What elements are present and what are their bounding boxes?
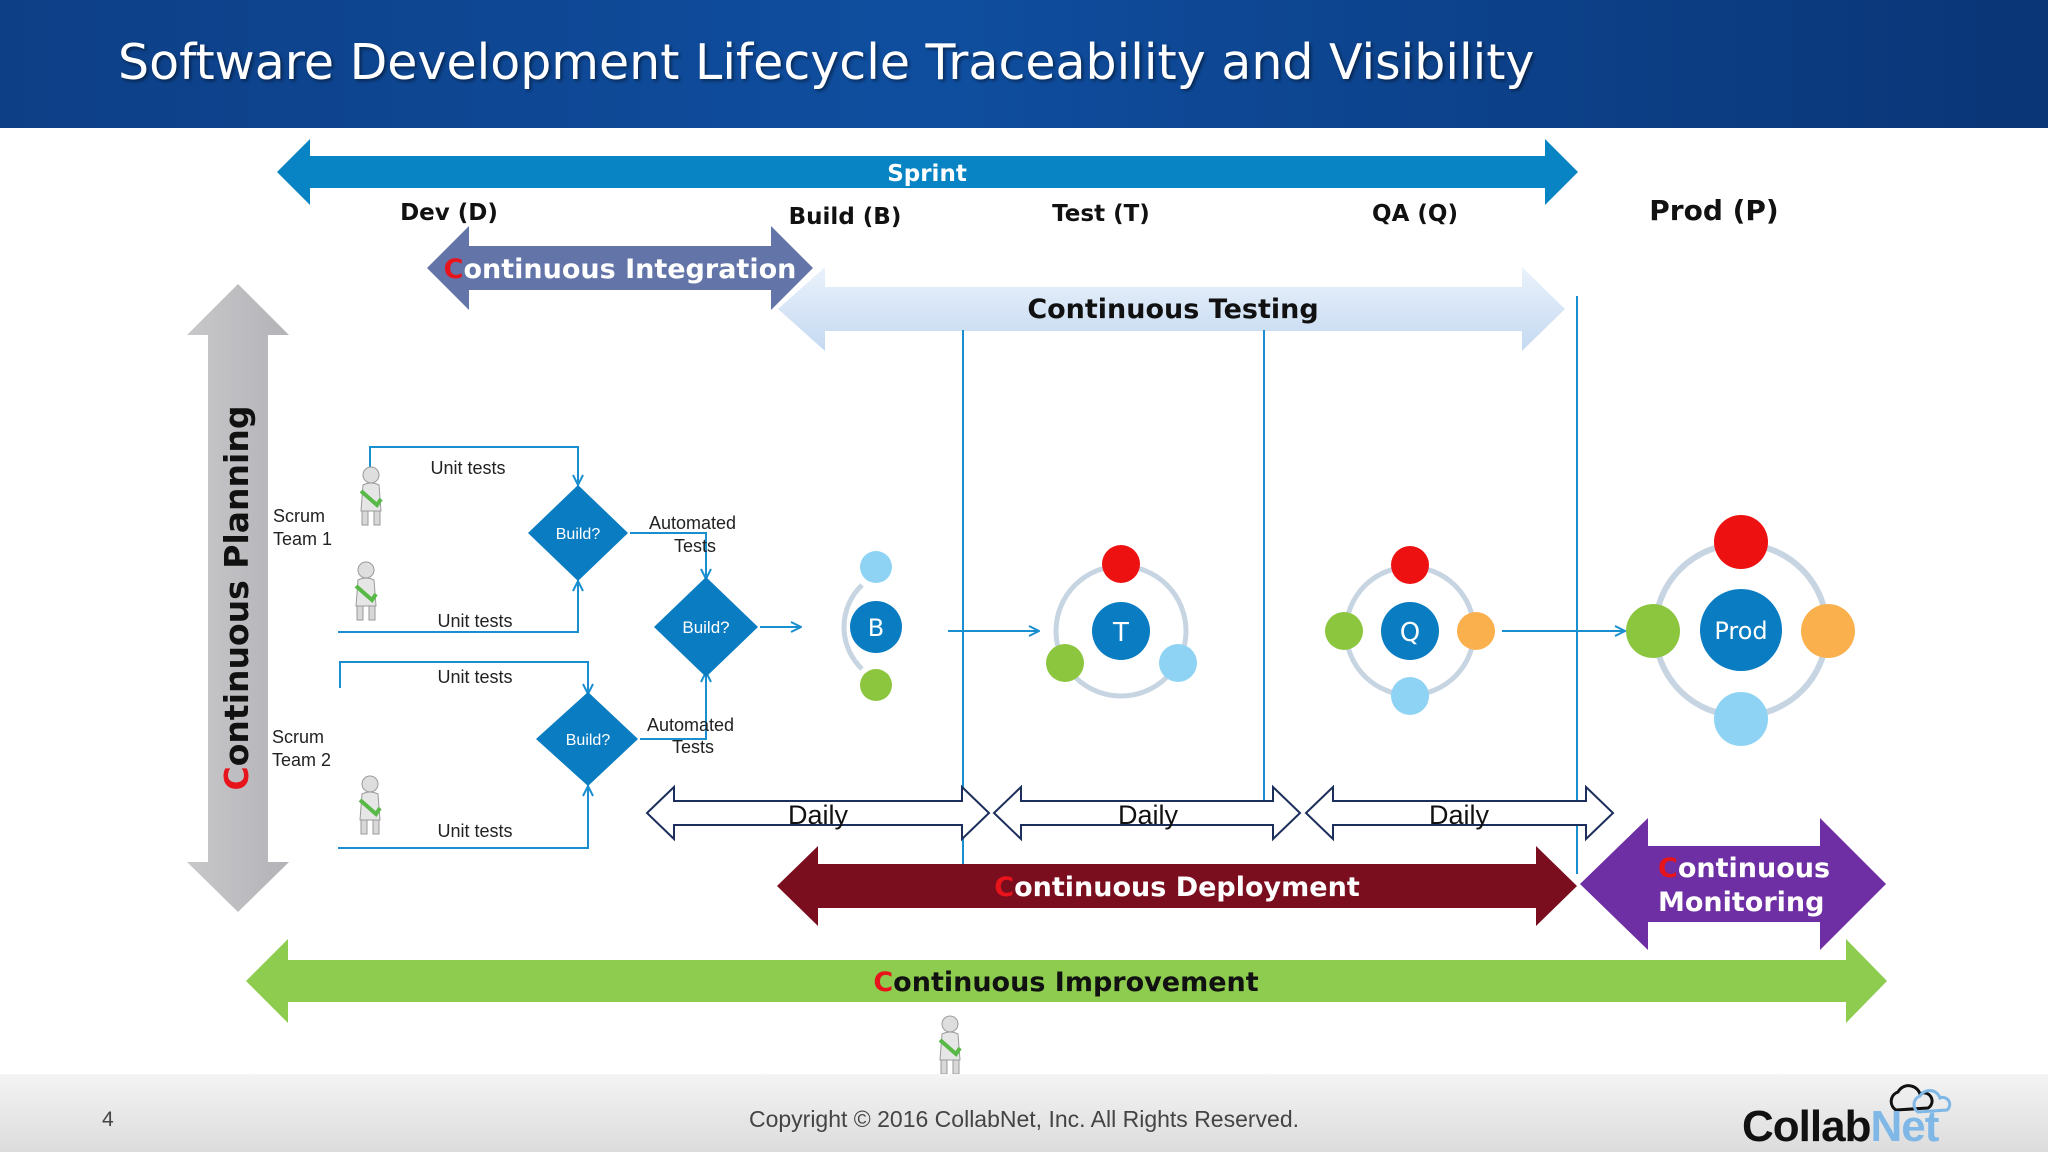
daily-arrow-build-test: Daily xyxy=(645,784,991,842)
continuous-integration-label: Continuous Integration xyxy=(444,254,797,285)
qa-node-label: Q xyxy=(1400,618,1420,648)
slide-title: Software Development Lifecycle Traceabil… xyxy=(118,34,1535,91)
daily-label-2: Daily xyxy=(1118,800,1179,830)
sdlc-diagram: Sprint Dev (D) Build (B) Test (T) QA (Q)… xyxy=(187,139,1887,1074)
team2-line2: Team 2 xyxy=(272,750,331,770)
continuous-monitoring-label: Continuous Monitoring xyxy=(1658,853,1839,918)
unit-tests-label-2: Unit tests xyxy=(437,611,512,631)
automated2-line1: Automated xyxy=(647,715,734,735)
unit-tests-label-3: Unit tests xyxy=(437,667,512,687)
continuous-deployment-label: Continuous Deployment xyxy=(994,872,1360,903)
team1-bottom-flow-line xyxy=(338,582,578,633)
build-decision-label-1: Build? xyxy=(556,526,601,543)
team1-line1: Scrum xyxy=(273,506,325,526)
build-decision-team1: Build? xyxy=(528,485,628,581)
continuous-integration-arrow xyxy=(427,226,813,310)
continuous-deployment-arrow xyxy=(777,846,1577,926)
team2-bottom-flow-line xyxy=(338,787,588,849)
automated1-line1: Automated xyxy=(649,513,736,533)
build-decision-label-2: Build? xyxy=(566,732,611,749)
daily-label-3: Daily xyxy=(1429,800,1490,830)
logo-text-net: Net xyxy=(1870,1102,1939,1151)
copyright-notice: Copyright © 2016 CollabNet, Inc. All Rig… xyxy=(748,1106,1300,1132)
improvement-initial: C xyxy=(873,967,893,998)
cloud-logo-icon xyxy=(1889,1084,1952,1114)
continuous-testing-label: Continuous Testing xyxy=(1027,294,1318,325)
stage-qa-label: QA (Q) xyxy=(1372,201,1458,227)
monitoring-line2: Monitoring xyxy=(1658,887,1824,918)
monitoring-initial: C xyxy=(1658,853,1678,884)
slide-header: Software Development Lifecycle Traceabil… xyxy=(0,0,2048,128)
continuous-planning-label: Continuous Planning xyxy=(217,406,256,791)
build2-to-build3-line xyxy=(640,673,706,740)
stage-prod-label: Prod (P) xyxy=(1649,194,1778,227)
stage-dev-label: Dev (D) xyxy=(400,200,498,226)
daily-label-1: Daily xyxy=(788,800,849,830)
person-figure-icon xyxy=(359,465,383,527)
daily-arrow-qa-prod: Daily xyxy=(1304,784,1615,842)
test-node-label: T xyxy=(1112,618,1129,648)
team2-line1: Scrum xyxy=(272,727,324,747)
stage-build-label: Build (B) xyxy=(789,204,902,230)
prod-node-label: Prod xyxy=(1714,617,1767,645)
logo-text: CollabNet xyxy=(1742,1102,1939,1152)
build-node-label: B xyxy=(868,614,884,642)
stage-test-label: Test (T) xyxy=(1052,201,1150,227)
integration-initial: C xyxy=(444,254,464,285)
slide-footer xyxy=(0,1074,2048,1152)
person-figure-icon xyxy=(938,1014,962,1074)
page-number: 4 xyxy=(102,1108,114,1131)
automated2-line2: Tests xyxy=(672,737,714,757)
team2-top-flow-line xyxy=(339,661,588,693)
build-node-cycle: B xyxy=(841,551,902,701)
deployment-initial: C xyxy=(994,872,1014,903)
automated-tests-label-1: Automated Tests xyxy=(649,513,741,556)
continuous-planning-arrow xyxy=(187,284,289,912)
team1-top-flow-line xyxy=(369,446,578,484)
planning-rest: ontinuous Planning xyxy=(217,406,256,767)
planning-initial: C xyxy=(217,766,256,790)
build-decision-label-3: Build? xyxy=(682,618,729,637)
unit-tests-label-1: Unit tests xyxy=(430,458,505,478)
automated-tests-label-2: Automated Tests xyxy=(647,715,739,757)
prod-node-cycle: Prod xyxy=(1626,515,1855,746)
continuous-monitoring-arrow xyxy=(1580,818,1886,950)
continuous-improvement-arrow xyxy=(246,939,1887,1023)
automated1-line2: Tests xyxy=(674,536,716,556)
scrum-team-2-label: Scrum Team 2 xyxy=(272,727,331,770)
person-figure-icon xyxy=(354,560,378,622)
sprint-label: Sprint xyxy=(887,161,967,187)
unit-tests-label-4: Unit tests xyxy=(437,821,512,841)
daily-arrow-test-qa: Daily xyxy=(992,784,1302,842)
test-node-cycle: T xyxy=(1046,545,1197,699)
build1-to-build3-line xyxy=(630,532,706,578)
monitoring-line1: ontinuous xyxy=(1678,853,1830,884)
integration-rest: ontinuous Integration xyxy=(463,254,796,285)
build-decision-team2: Build? xyxy=(536,692,638,786)
qa-node-cycle: Q xyxy=(1325,546,1495,715)
logo-text-collab: Collab xyxy=(1742,1102,1871,1151)
team1-line2: Team 1 xyxy=(273,529,332,549)
build-decision-merged: Build? xyxy=(654,577,758,677)
improvement-rest: ontinuous Improvement xyxy=(893,967,1259,998)
continuous-improvement-label: Continuous Improvement xyxy=(873,967,1258,998)
scrum-team-1-label: Scrum Team 1 xyxy=(273,506,332,549)
collabnet-logo: CollabNet xyxy=(1742,1084,1962,1152)
deployment-rest: ontinuous Deployment xyxy=(1014,872,1360,903)
sprint-arrow xyxy=(277,139,1578,205)
person-figure-icon xyxy=(358,774,382,836)
continuous-testing-arrow xyxy=(778,267,1565,351)
